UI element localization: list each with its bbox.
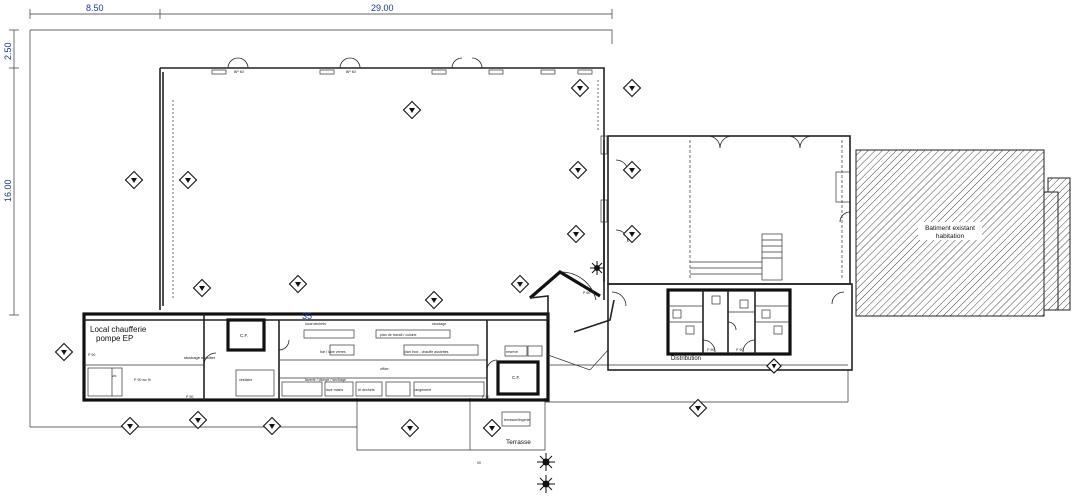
cf-box-right [496,360,540,396]
view-marker [54,342,74,362]
right-room [600,135,851,285]
view-marker [178,170,198,190]
terrasse-small-label: terrasse/lingerie [504,418,530,422]
dim-top-right: 29.00 [371,3,394,13]
tree-icons [537,261,604,493]
view-marker [402,100,422,120]
bp-label-1: BP 60 [234,70,244,74]
cf-right-label: C.F. [512,375,520,380]
view-marker [120,416,140,436]
p90-right-label: P 90 [482,395,489,399]
entry-connector [528,270,848,371]
top-wall-doors [211,57,593,75]
view-marker [262,416,282,436]
batiment-label-line2: habitation [936,233,965,240]
kitchen-label-1: plan de travail / cuisine [380,333,417,337]
dim-left-top: 2.50 [3,42,13,60]
bottom-mark: 00 [477,461,481,465]
p90-label: P 90 [88,353,95,357]
local-chaufferie-line2: pompe EP [96,334,133,343]
cf-box-left [226,318,266,352]
view-marker [622,224,642,244]
kitchen-label-5: local dechets [305,322,326,326]
site-outline [29,29,853,451]
reserve-label: reserve [506,350,518,354]
local-chaufferie-line1: Local chaufferie [90,325,147,334]
tree-icon [537,475,555,493]
cf-left-label: C.F. [240,333,248,338]
lave-mains-label: lave mains [326,388,343,392]
level-marker: 35 [302,311,312,321]
office-label: office [380,367,389,371]
kitchen-label-3: laverie / plonge / sechage [305,378,346,382]
view-marker [622,78,642,98]
rangement-label: rangement [414,388,431,392]
bp-label-2: BP 60 [346,70,356,74]
view-marker [688,398,708,418]
dimension-lines [9,9,613,316]
tree-icon [537,453,555,471]
view-marker [188,410,208,430]
view-marker [192,278,212,298]
view-marker [766,358,782,374]
dim-left-main: 16.00 [3,179,13,202]
terrasse-table [501,411,531,427]
terrasse-label: Terrasse [506,439,531,446]
p90-bottom-label: P 90 [186,395,193,399]
service-wing [82,312,550,402]
tree-icon [590,261,604,275]
p90-dist-label-2: P 90 [736,348,743,352]
view-marker [482,418,502,438]
dim-top-left: 8.50 [86,3,104,13]
view-marker [568,160,588,180]
view-marker [288,274,308,294]
view-marker [570,78,590,98]
tri-label: tri dechets [358,388,375,392]
wc-label: wc [112,374,117,378]
p90-wc-label: P 90 wc fh [134,378,151,382]
view-marker [622,160,642,180]
stockage-label: stockage mobilier [184,355,216,360]
view-marker [424,290,444,310]
distribution-block [607,283,853,371]
vestiaire-label: vestiaire [239,378,252,382]
batiment-label-line1: Batiment existant [925,225,975,232]
bar-label: bar / lave verres [320,350,346,354]
view-marker [400,418,420,438]
batiment-label-bg [918,222,982,240]
view-marker [566,224,586,244]
view-marker [124,170,144,190]
view-marker [510,274,530,294]
p90-dist-label-1: P 90 [707,348,714,352]
kitchen-label-2: plan inox - chauffe assiettes [404,350,449,354]
main-hall [159,67,605,310]
distribution-label: Distribution [671,356,701,362]
section-markers [54,78,782,438]
p60-label: P 60 [583,291,590,295]
kitchen-label-4: stockage [432,322,446,326]
